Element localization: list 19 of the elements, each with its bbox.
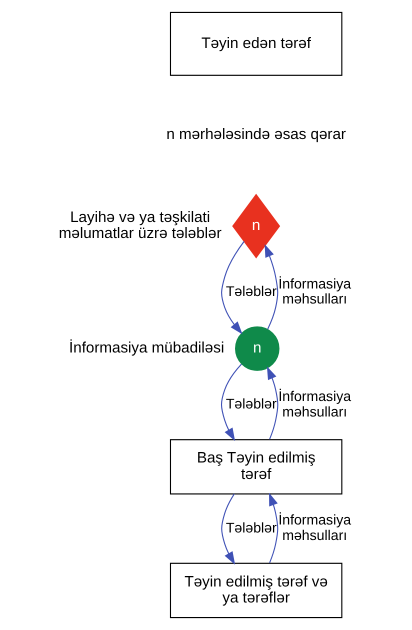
node-label: n mərhələsində əsas qərar: [166, 126, 346, 144]
arrow: [221, 494, 236, 565]
arrow: [220, 364, 242, 442]
arrow: [221, 241, 245, 334]
arrow: [266, 366, 278, 440]
node-box: Təyin edilmiş tərəf və ya tərəflər: [170, 562, 342, 618]
edge-label: Tələblər: [226, 396, 277, 412]
edge-label: Tələblər: [226, 282, 277, 299]
node-label: Layihə və ya təşkilati məlumatlar üzrə tələblər: [58, 208, 222, 242]
arrow: [269, 492, 278, 564]
edge-label: Tələblər: [226, 519, 277, 536]
node-circle: n: [235, 326, 280, 371]
node-label: İnformasiya mübadiləsi: [69, 340, 224, 357]
edge-label: İnformasiya məhsulları: [278, 275, 352, 307]
node-box: Baş Təyin edilmiş tərəf: [170, 439, 342, 494]
edge-label: İnformasiya məhsulları: [278, 512, 352, 543]
arrow: [264, 244, 278, 330]
node-box: Təyin edən tərəf: [170, 12, 342, 76]
edge-label: İnformasiya məhsulları: [278, 388, 352, 420]
